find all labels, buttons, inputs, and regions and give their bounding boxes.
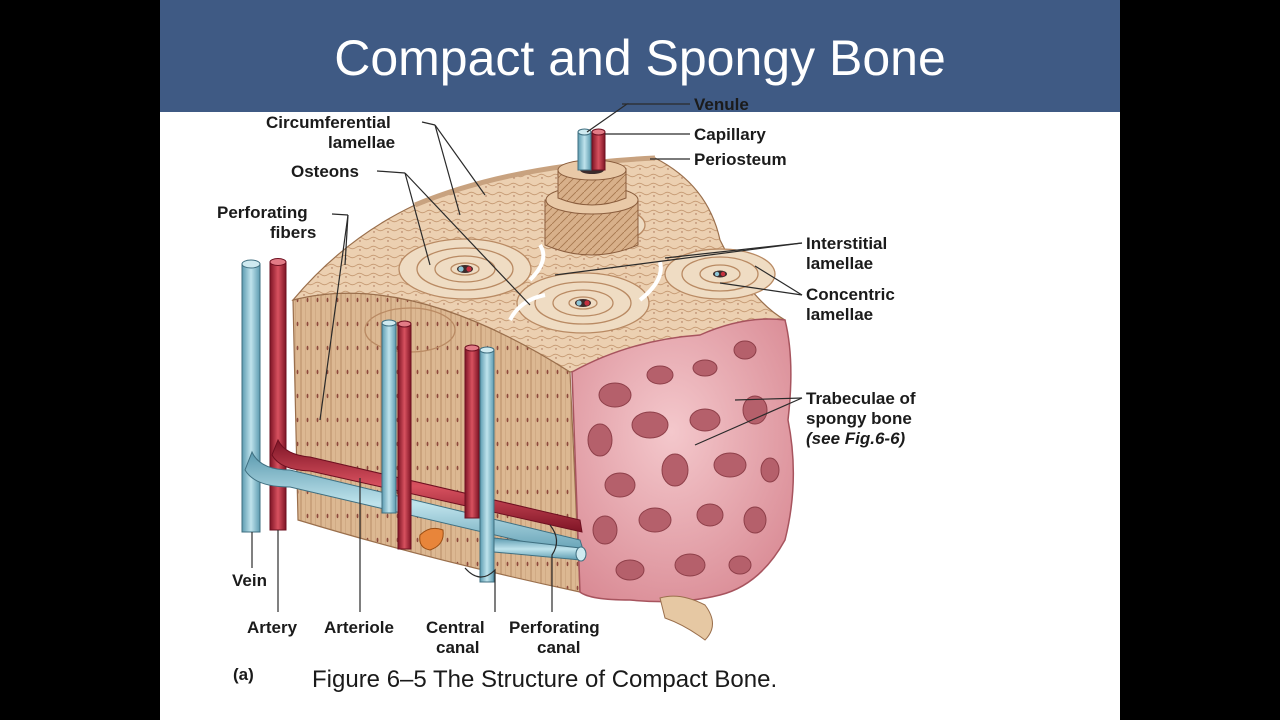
- label-trabeculae-2: spongy bone: [806, 409, 912, 428]
- panel-letter: (a): [233, 665, 254, 684]
- label-concentric-1: Concentric: [806, 285, 895, 304]
- leader-lines: [251, 103, 803, 612]
- label-arteriole: Arteriole: [324, 618, 394, 637]
- label-periosteum: Periosteum: [694, 150, 787, 169]
- label-perforating-fibers-1: Perforating: [217, 203, 308, 222]
- slide: Compact and Spongy Bone: [160, 0, 1120, 720]
- label-osteons: Osteons: [291, 162, 359, 181]
- bone-structure-diagram: Venule Capillary Periosteum Circumferent…: [217, 95, 916, 657]
- label-artery: Artery: [247, 618, 298, 637]
- label-perforating-fibers-2: fibers: [270, 223, 316, 242]
- label-central-canal-1: Central: [426, 618, 485, 637]
- spongy-bone: [571, 318, 795, 641]
- label-trabeculae-3: (see Fig.6-6): [806, 429, 906, 448]
- label-interstitial-2: lamellae: [806, 254, 873, 273]
- periosteum-edge: [414, 155, 656, 208]
- interstitial-lamellae: [508, 243, 663, 321]
- figure-labels: Venule Capillary Periosteum Circumferent…: [217, 95, 916, 657]
- central-canals: [457, 265, 727, 307]
- label-capillary: Capillary: [694, 125, 766, 144]
- label-interstitial-1: Interstitial: [806, 234, 887, 253]
- title-bar: Compact and Spongy Bone: [160, 0, 1120, 112]
- label-central-canal-2: canal: [436, 638, 479, 657]
- label-circumferential-2: lamellae: [328, 133, 395, 152]
- label-venule: Venule: [694, 95, 749, 114]
- label-vein: Vein: [232, 571, 267, 590]
- label-perforating-canal-2: canal: [537, 638, 580, 657]
- label-trabeculae-1: Trabeculae of: [806, 389, 916, 408]
- slide-title: Compact and Spongy Bone: [334, 30, 946, 86]
- label-concentric-2: lamellae: [806, 305, 873, 324]
- label-perforating-canal-1: Perforating: [509, 618, 600, 637]
- blood-vessels: [241, 258, 587, 583]
- label-circumferential-1: Circumferential: [266, 113, 391, 132]
- figure-caption: Figure 6–5 The Structure of Compact Bone…: [312, 666, 778, 693]
- osteon-cylinder: [544, 128, 639, 256]
